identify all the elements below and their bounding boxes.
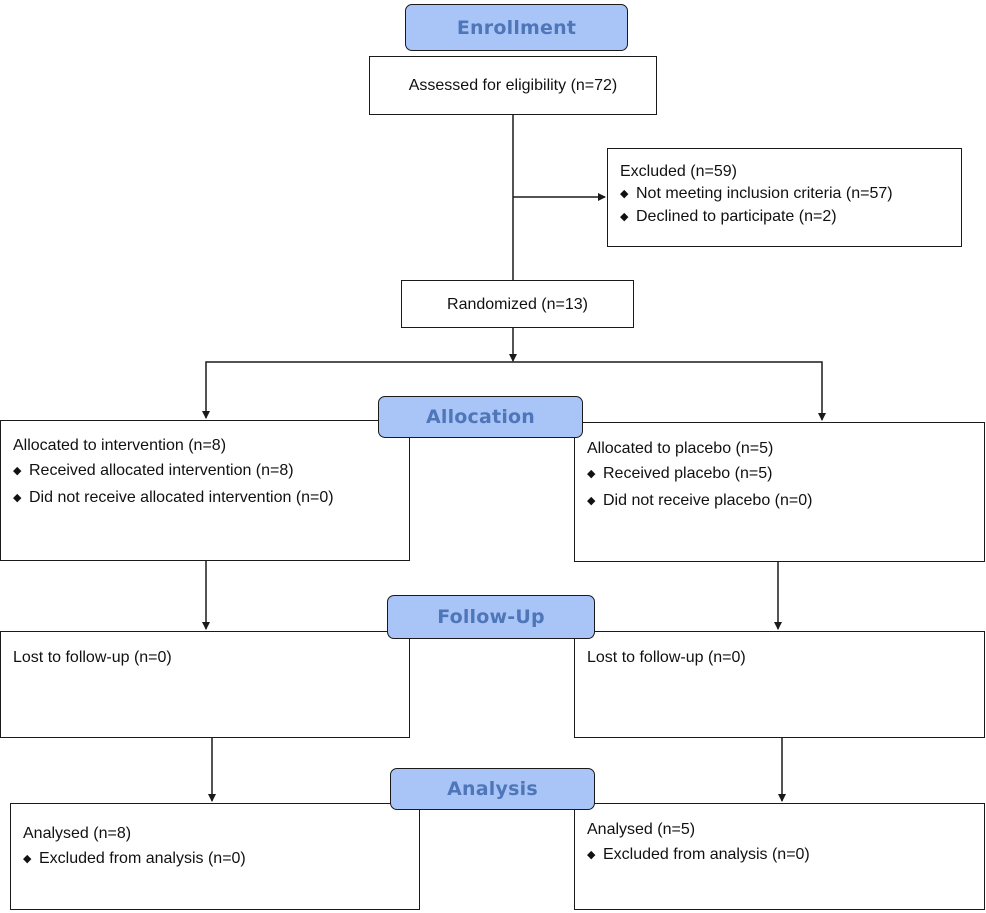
- intervention-followup-box: Lost to follow-up (n=0): [0, 631, 410, 738]
- placebo-allocation-box: Allocated to placebo (n=5) ◆ Received pl…: [574, 422, 985, 562]
- placebo-followup-box: Lost to follow-up (n=0): [574, 631, 985, 738]
- diamond-bullet-icon: ◆: [620, 188, 629, 200]
- randomized-label: Randomized (n=13): [447, 295, 588, 313]
- stage-follow-up: Follow-Up: [387, 595, 595, 639]
- diamond-bullet-icon: ◆: [23, 853, 32, 865]
- excluded-item: ◆ Not meeting inclusion criteria (n=57): [620, 183, 949, 206]
- intervention-followup-label: Lost to follow-up (n=0): [13, 649, 172, 666]
- placebo-followup-label: Lost to follow-up (n=0): [587, 649, 746, 666]
- diamond-bullet-icon: ◆: [620, 211, 629, 223]
- intervention-allocation-item: ◆ Did not receive allocated intervention…: [13, 485, 397, 512]
- intervention-analysis-box: Analysed (n=8) ◆ Excluded from analysis …: [10, 803, 420, 910]
- excluded-title: Excluded (n=59): [620, 163, 737, 180]
- intervention-allocation-title: Allocated to intervention (n=8): [13, 437, 227, 454]
- placebo-allocation-title: Allocated to placebo (n=5): [587, 440, 774, 457]
- placebo-analysis-title: Analysed (n=5): [587, 821, 696, 838]
- assessed-box: Assessed for eligibility (n=72): [369, 56, 657, 115]
- placebo-analysis-box: Analysed (n=5) ◆ Excluded from analysis …: [574, 803, 985, 910]
- intervention-allocation-item: ◆ Received allocated intervention (n=8): [13, 458, 397, 485]
- assessed-label: Assessed for eligibility (n=72): [408, 77, 618, 94]
- placebo-analysis-item: ◆ Excluded from analysis (n=0): [587, 842, 972, 869]
- diamond-bullet-icon: ◆: [13, 492, 22, 504]
- intervention-analysis-item: ◆ Excluded from analysis (n=0): [23, 846, 407, 873]
- stage-analysis: Analysis: [390, 768, 595, 810]
- placebo-allocation-item: ◆ Did not receive placebo (n=0): [587, 488, 972, 515]
- diamond-bullet-icon: ◆: [587, 495, 596, 507]
- excluded-box: Excluded (n=59) ◆ Not meeting inclusion …: [607, 148, 962, 247]
- randomized-box: Randomized (n=13): [401, 280, 634, 328]
- diamond-bullet-icon: ◆: [587, 849, 596, 861]
- placebo-allocation-item: ◆ Received placebo (n=5): [587, 461, 972, 488]
- line-split-left: [202, 361, 513, 419]
- diamond-bullet-icon: ◆: [13, 465, 22, 477]
- intervention-analysis-title: Analysed (n=8): [23, 825, 132, 842]
- diamond-bullet-icon: ◆: [587, 468, 596, 480]
- stage-enrollment: Enrollment: [405, 4, 628, 51]
- stage-allocation: Allocation: [378, 396, 583, 438]
- intervention-allocation-box: Allocated to intervention (n=8) ◆ Receiv…: [0, 420, 410, 561]
- line-split-right: [513, 361, 826, 421]
- excluded-item: ◆ Declined to participate (n=2): [620, 206, 949, 229]
